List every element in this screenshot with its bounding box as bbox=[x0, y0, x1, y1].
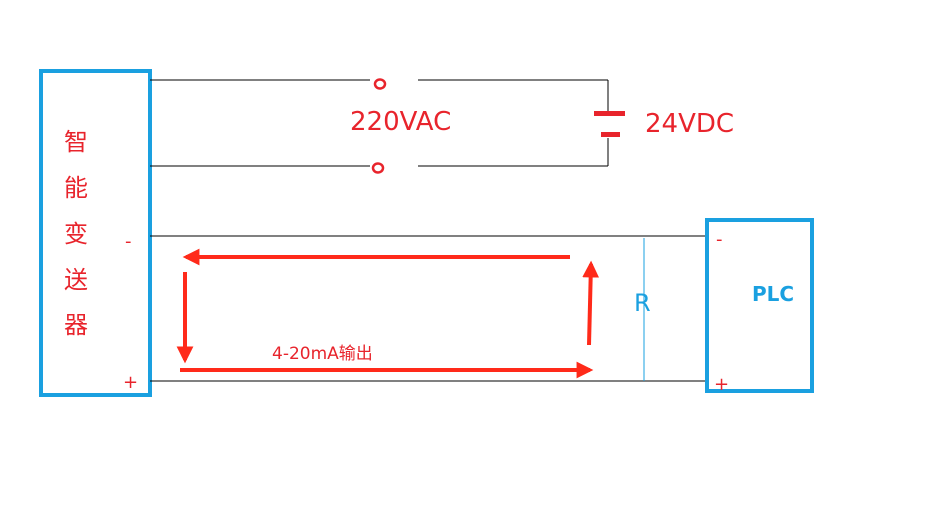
plc-minus-terminal: - bbox=[716, 229, 723, 250]
transmitter-char: 送 bbox=[64, 266, 88, 294]
current-label: 4-20mA输出 bbox=[272, 344, 373, 364]
plc-plus-terminal: + bbox=[714, 374, 729, 395]
transmitter-char: 智 bbox=[64, 128, 88, 156]
ac-terminal-bottom bbox=[371, 162, 385, 174]
transmitter-minus-terminal: - bbox=[125, 231, 132, 252]
transmitter-box bbox=[39, 69, 152, 397]
dc-label: 24VDC bbox=[645, 109, 734, 139]
power-wires bbox=[150, 79, 609, 167]
plc-label: PLC bbox=[752, 282, 794, 306]
transmitter-char: 变 bbox=[64, 220, 88, 248]
ac-label: 220VAC bbox=[350, 107, 451, 137]
arrow-up bbox=[582, 260, 600, 346]
plc-box bbox=[705, 218, 814, 393]
transmitter-char: 器 bbox=[64, 311, 88, 339]
signal-wires bbox=[150, 235, 707, 382]
resistor-label: R bbox=[634, 289, 651, 317]
transmitter-label: 智 能 变 送 器 bbox=[64, 128, 88, 339]
ac-terminal-top bbox=[373, 78, 387, 90]
dc-battery-symbol bbox=[594, 111, 625, 137]
transmitter-char: 能 bbox=[64, 174, 88, 202]
transmitter-plus-terminal: + bbox=[123, 372, 138, 393]
current-arrows bbox=[176, 248, 600, 379]
